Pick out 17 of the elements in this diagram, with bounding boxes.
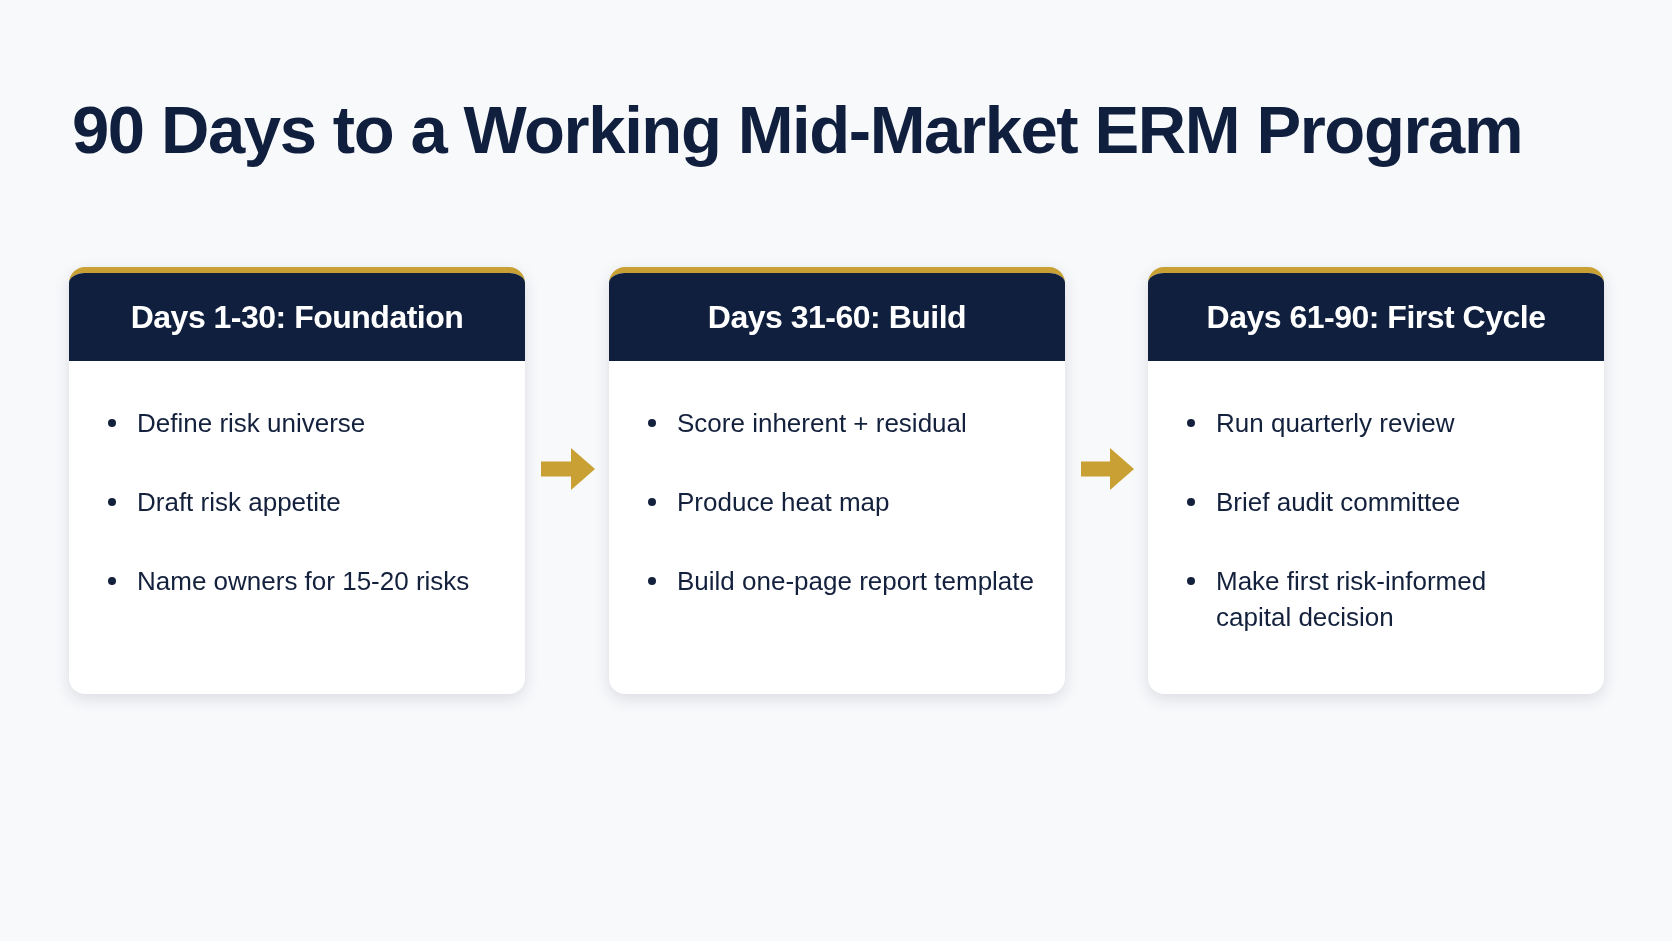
card-header: Days 61-90: First Cycle bbox=[1148, 273, 1604, 361]
card-header: Days 31-60: Build bbox=[609, 273, 1065, 361]
list-item: Draft risk appetite bbox=[137, 487, 341, 517]
list-item: Score inherent + residual bbox=[677, 408, 967, 438]
list-item: Run quarterly review bbox=[1216, 408, 1455, 438]
phase-card bbox=[69, 267, 525, 694]
arrow bbox=[1081, 448, 1134, 490]
list-item: Produce heat map bbox=[677, 487, 890, 517]
arrow bbox=[541, 448, 595, 490]
list-item: Make first risk-informed capital decision bbox=[1216, 566, 1487, 632]
list-item: Name owners for 15-20 risks bbox=[137, 566, 470, 596]
phase-card bbox=[1148, 267, 1604, 694]
card-header: Days 1-30: Foundation bbox=[69, 273, 525, 361]
phase-card bbox=[609, 267, 1065, 694]
list-item: Brief audit committee bbox=[1216, 487, 1461, 517]
list-item: Build one-page report template bbox=[677, 566, 1034, 596]
list-item: Define risk universe bbox=[137, 408, 366, 438]
